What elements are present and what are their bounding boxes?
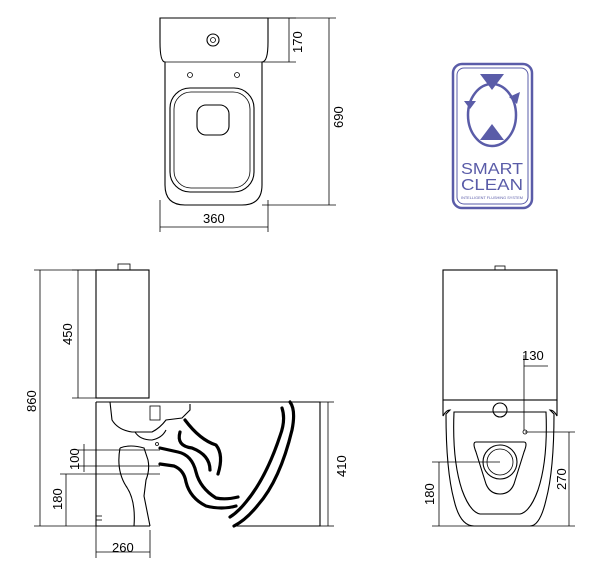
dim-side-410: 410 [334,455,349,477]
dim-top-170: 170 [290,31,305,53]
dim-top-360: 360 [203,211,225,226]
dim-side-860: 860 [24,390,39,412]
back-view: 130 180 270 [422,265,575,527]
left-swirl-arrow-icon [464,101,476,109]
flush-up-arrow-icon [480,124,504,140]
dim-side-260: 260 [112,540,134,555]
flush-down-arrow-icon [480,74,504,90]
logo-clean: CLEAN [461,177,523,194]
top-view: 360 170 690 [159,17,346,232]
right-swirl-arrow-icon [509,92,520,104]
dim-back-180: 180 [422,483,437,505]
dim-back-130: 130 [522,348,544,363]
dim-back-270: 270 [554,468,569,490]
dim-side-450: 450 [60,323,75,345]
side-view: 450 860 410 180 100 260 [24,263,349,558]
dim-side-100: 100 [67,448,82,470]
logo-smart: SMART [461,161,523,178]
dim-top-690: 690 [331,106,346,128]
logo-tagline: INTELLIGENT FLUSHING SYSTEM [461,196,523,200]
dim-side-180: 180 [50,488,65,510]
smart-clean-logo: SMART CLEAN INTELLIGENT FLUSHING SYSTEM [451,62,534,210]
